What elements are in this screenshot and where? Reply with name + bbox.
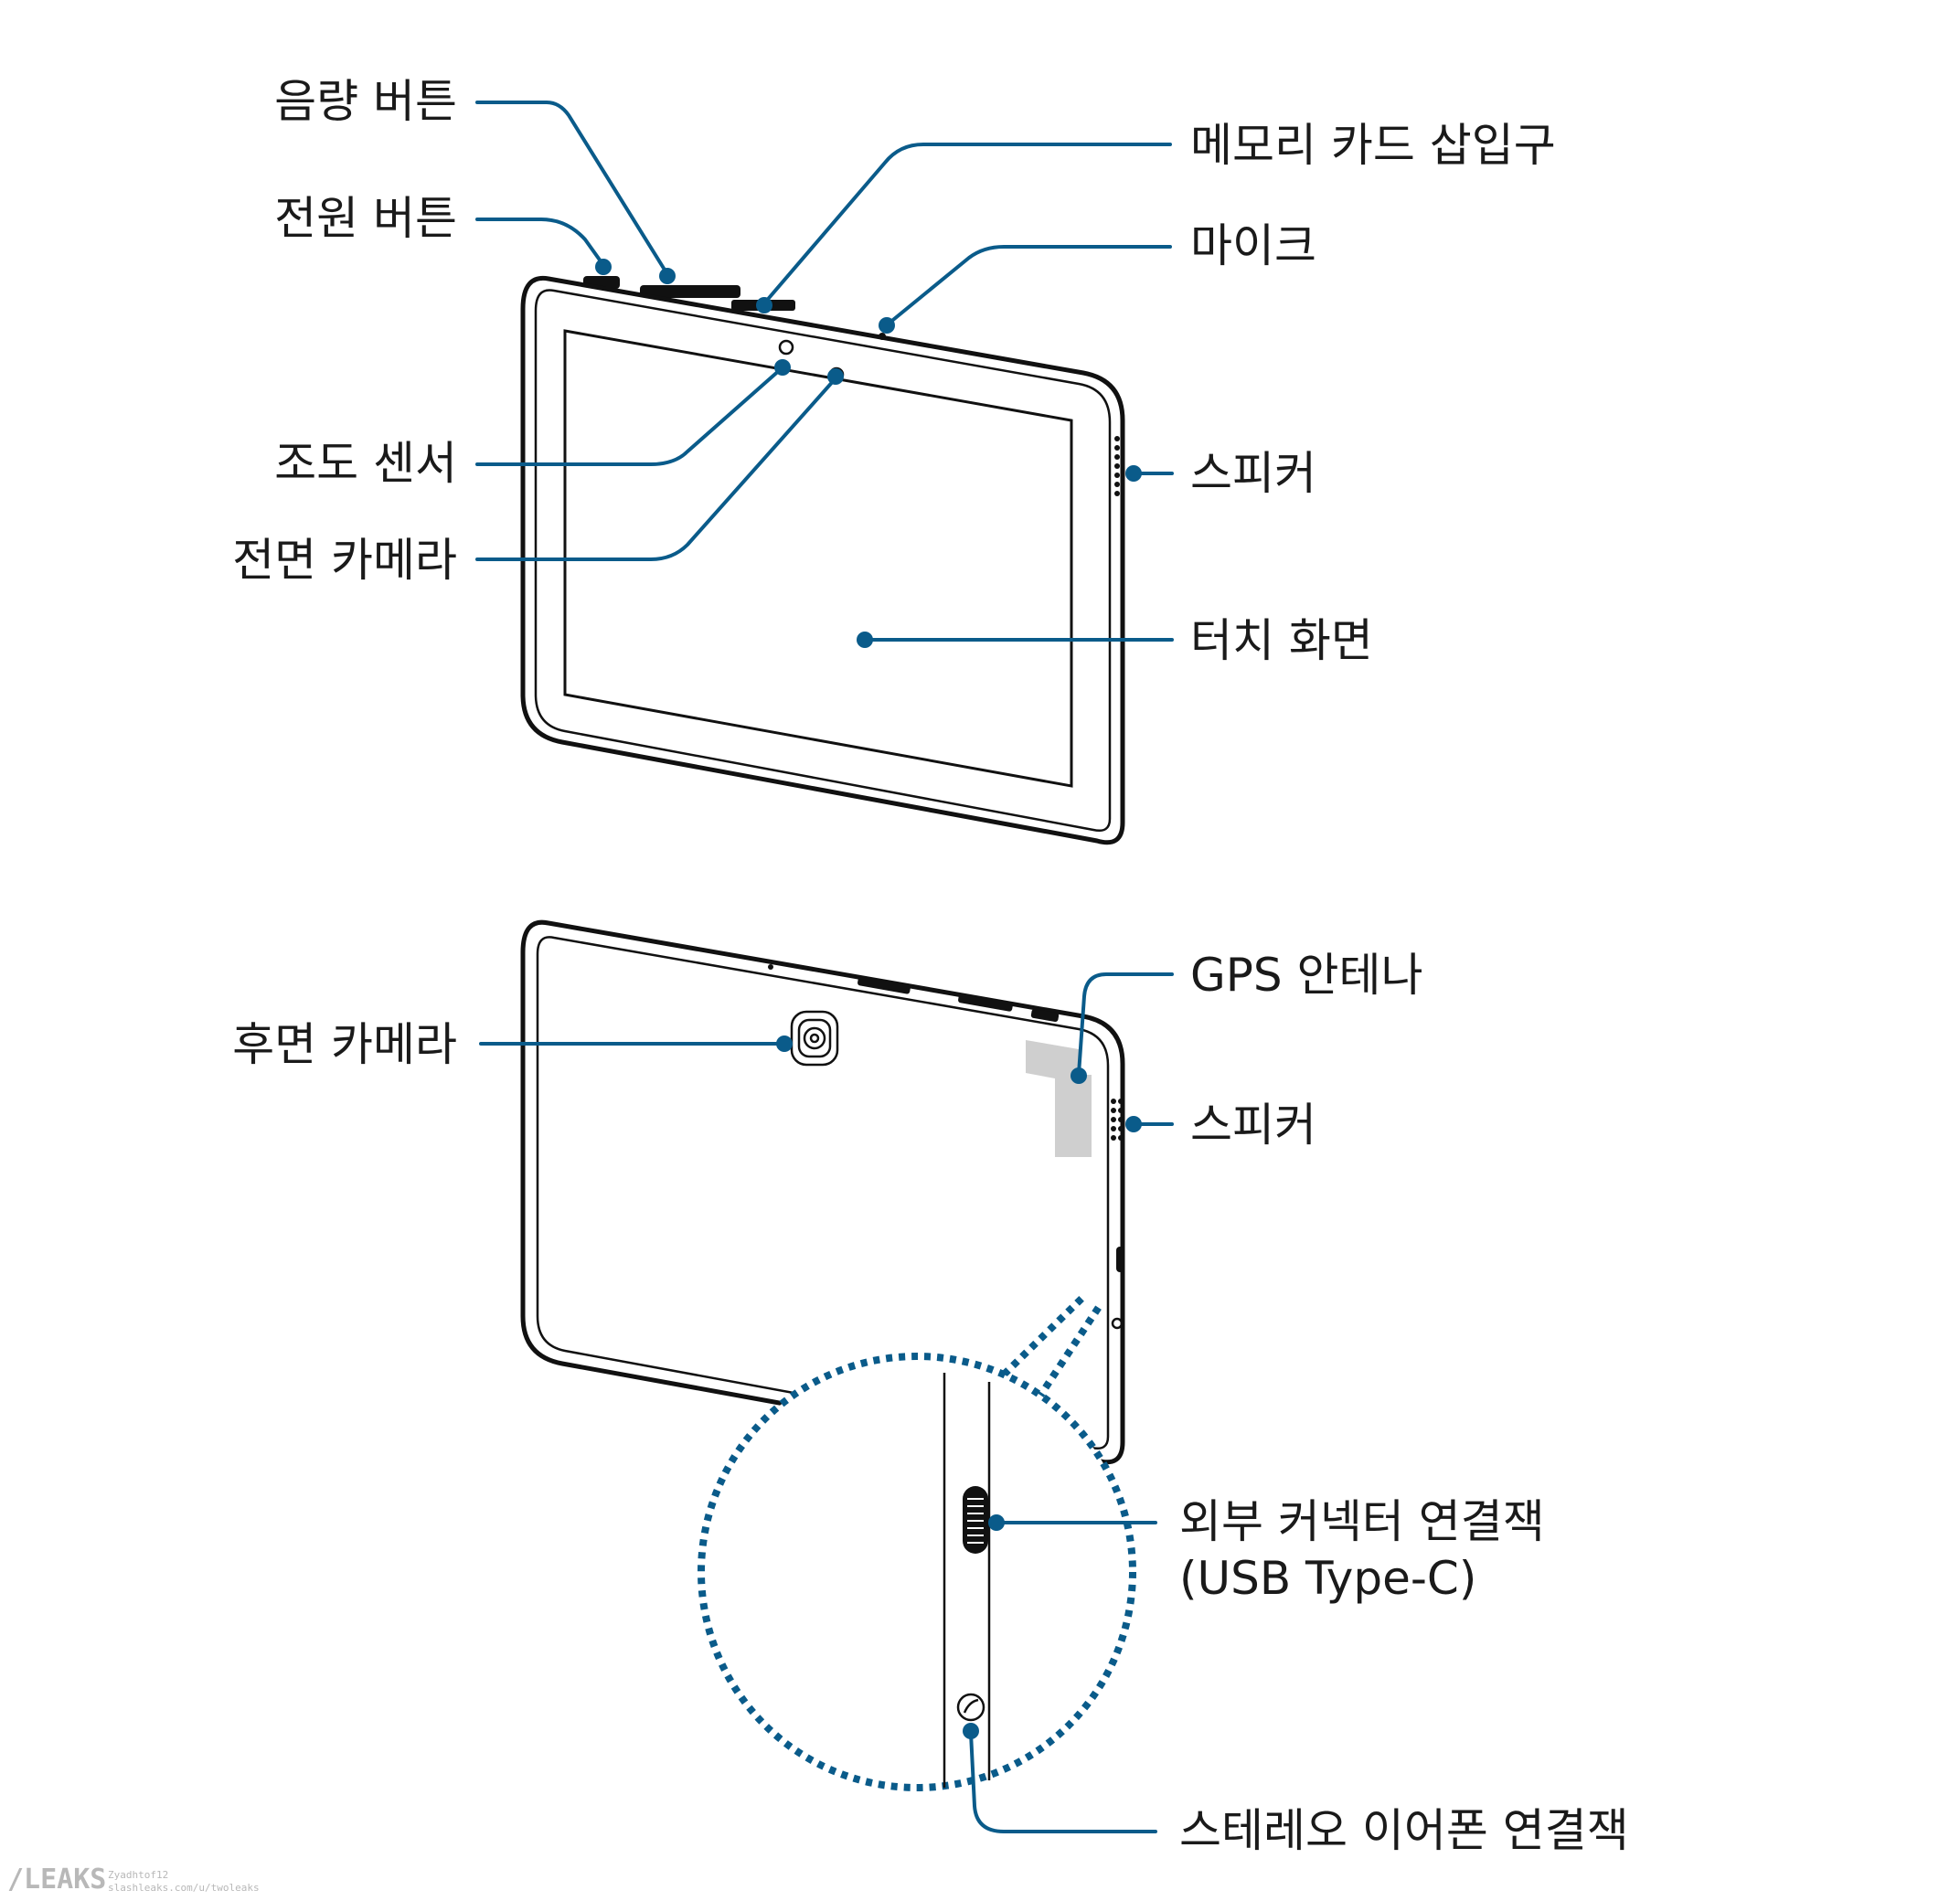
front-body-inner bbox=[534, 289, 1112, 832]
front-speaker-grille bbox=[1114, 436, 1120, 496]
leader-dot-volume bbox=[659, 268, 676, 284]
leader-dot-front-camera bbox=[827, 368, 844, 385]
label-external-connector: 외부 커넥터 연결잭 bbox=[1179, 1495, 1545, 1548]
front-leader-lines bbox=[475, 101, 1174, 648]
back-labels: GPS 안테나 후면 카메라 스피커 외부 커넥터 연결잭 (USB Type-… bbox=[232, 949, 1629, 1857]
leader-dot-memory bbox=[756, 297, 772, 313]
zoom-line-1 bbox=[1001, 1293, 1087, 1377]
watermark: /LEAKS Zyadhtof12 slashleaks.com/u/twole… bbox=[7, 1864, 260, 1896]
side-usb-port bbox=[1116, 1247, 1124, 1272]
microphone-hole bbox=[879, 333, 886, 340]
leader-dot-speaker-front bbox=[1125, 465, 1142, 482]
label-speaker-front: 스피커 bbox=[1190, 447, 1316, 500]
label-front-camera: 전면 카메라 bbox=[232, 534, 457, 587]
front-labels: 음량 버튼 전원 버튼 메모리 카드 삽입구 마이크 조도 센서 전면 카메라 … bbox=[232, 75, 1556, 667]
leader-mic bbox=[887, 245, 1172, 325]
leader-dot-power bbox=[595, 259, 612, 275]
label-earphone-jack: 스테레오 이어폰 연결잭 bbox=[1179, 1804, 1629, 1857]
label-memory-card-slot: 메모리 카드 삽입구 bbox=[1190, 119, 1556, 172]
zoom-circle-outline bbox=[698, 1353, 1136, 1791]
light-sensor-shape bbox=[778, 339, 794, 356]
label-touch-screen: 터치 화면 bbox=[1190, 614, 1373, 667]
gps-antenna-lower bbox=[1055, 1075, 1092, 1157]
back-leader-lines bbox=[479, 972, 1174, 1833]
touch-screen-area bbox=[563, 329, 1073, 788]
label-usb-type-c: (USB Type-C) bbox=[1179, 1552, 1476, 1605]
rear-camera-shape bbox=[790, 1010, 839, 1067]
volume-button-shape bbox=[640, 285, 740, 298]
watermark-logo: /LEAKS bbox=[7, 1864, 106, 1896]
leader-gps bbox=[1077, 972, 1174, 1076]
label-microphone: 마이크 bbox=[1190, 219, 1316, 272]
watermark-user: Zyadhtof12 bbox=[108, 1869, 168, 1881]
back-mic-hole bbox=[768, 964, 773, 970]
leader-volume bbox=[475, 101, 669, 276]
leader-front-camera bbox=[475, 377, 837, 561]
zoom-earphone-jack-inner bbox=[963, 1698, 979, 1714]
leader-dot-speaker-back bbox=[1125, 1116, 1142, 1132]
label-speaker-back: 스피커 bbox=[1190, 1099, 1316, 1152]
leader-dot-touch-screen bbox=[857, 632, 873, 648]
zoom-line-2 bbox=[1035, 1304, 1102, 1401]
zoom-earphone-jack bbox=[956, 1693, 985, 1722]
leader-dot-mic bbox=[879, 317, 895, 334]
leader-light-sensor bbox=[475, 366, 783, 466]
leader-dot-gps bbox=[1071, 1067, 1087, 1084]
label-power-button: 전원 버튼 bbox=[274, 192, 457, 245]
label-light-sensor: 조도 센서 bbox=[274, 437, 457, 490]
label-rear-camera: 후면 카메라 bbox=[232, 1018, 457, 1071]
back-slot-1 bbox=[858, 976, 911, 994]
leader-dot-usb bbox=[988, 1514, 1005, 1531]
back-speaker-grille bbox=[1111, 1099, 1124, 1141]
leader-memory bbox=[762, 143, 1172, 305]
zoom-usb-port-lines bbox=[967, 1498, 984, 1544]
watermark-url: slashleaks.com/u/twoleaks bbox=[108, 1882, 260, 1894]
leader-power bbox=[475, 218, 605, 267]
tablet-back-view bbox=[520, 919, 1125, 1465]
magnified-detail bbox=[698, 1293, 1136, 1791]
leader-dot-rear-camera bbox=[776, 1035, 793, 1052]
tablet-front-view bbox=[520, 275, 1125, 845]
label-volume-button: 음량 버튼 bbox=[274, 75, 457, 128]
leader-dot-earphone bbox=[963, 1723, 979, 1739]
back-slot-3 bbox=[1030, 1008, 1060, 1023]
side-earphone-port bbox=[1111, 1317, 1124, 1330]
leader-dot-light-sensor bbox=[774, 359, 791, 376]
leader-earphone bbox=[969, 1731, 1157, 1833]
label-gps-antenna: GPS 안테나 bbox=[1190, 949, 1423, 1002]
zoom-circle-bg bbox=[701, 1356, 1133, 1788]
back-slot-2 bbox=[958, 993, 1013, 1012]
